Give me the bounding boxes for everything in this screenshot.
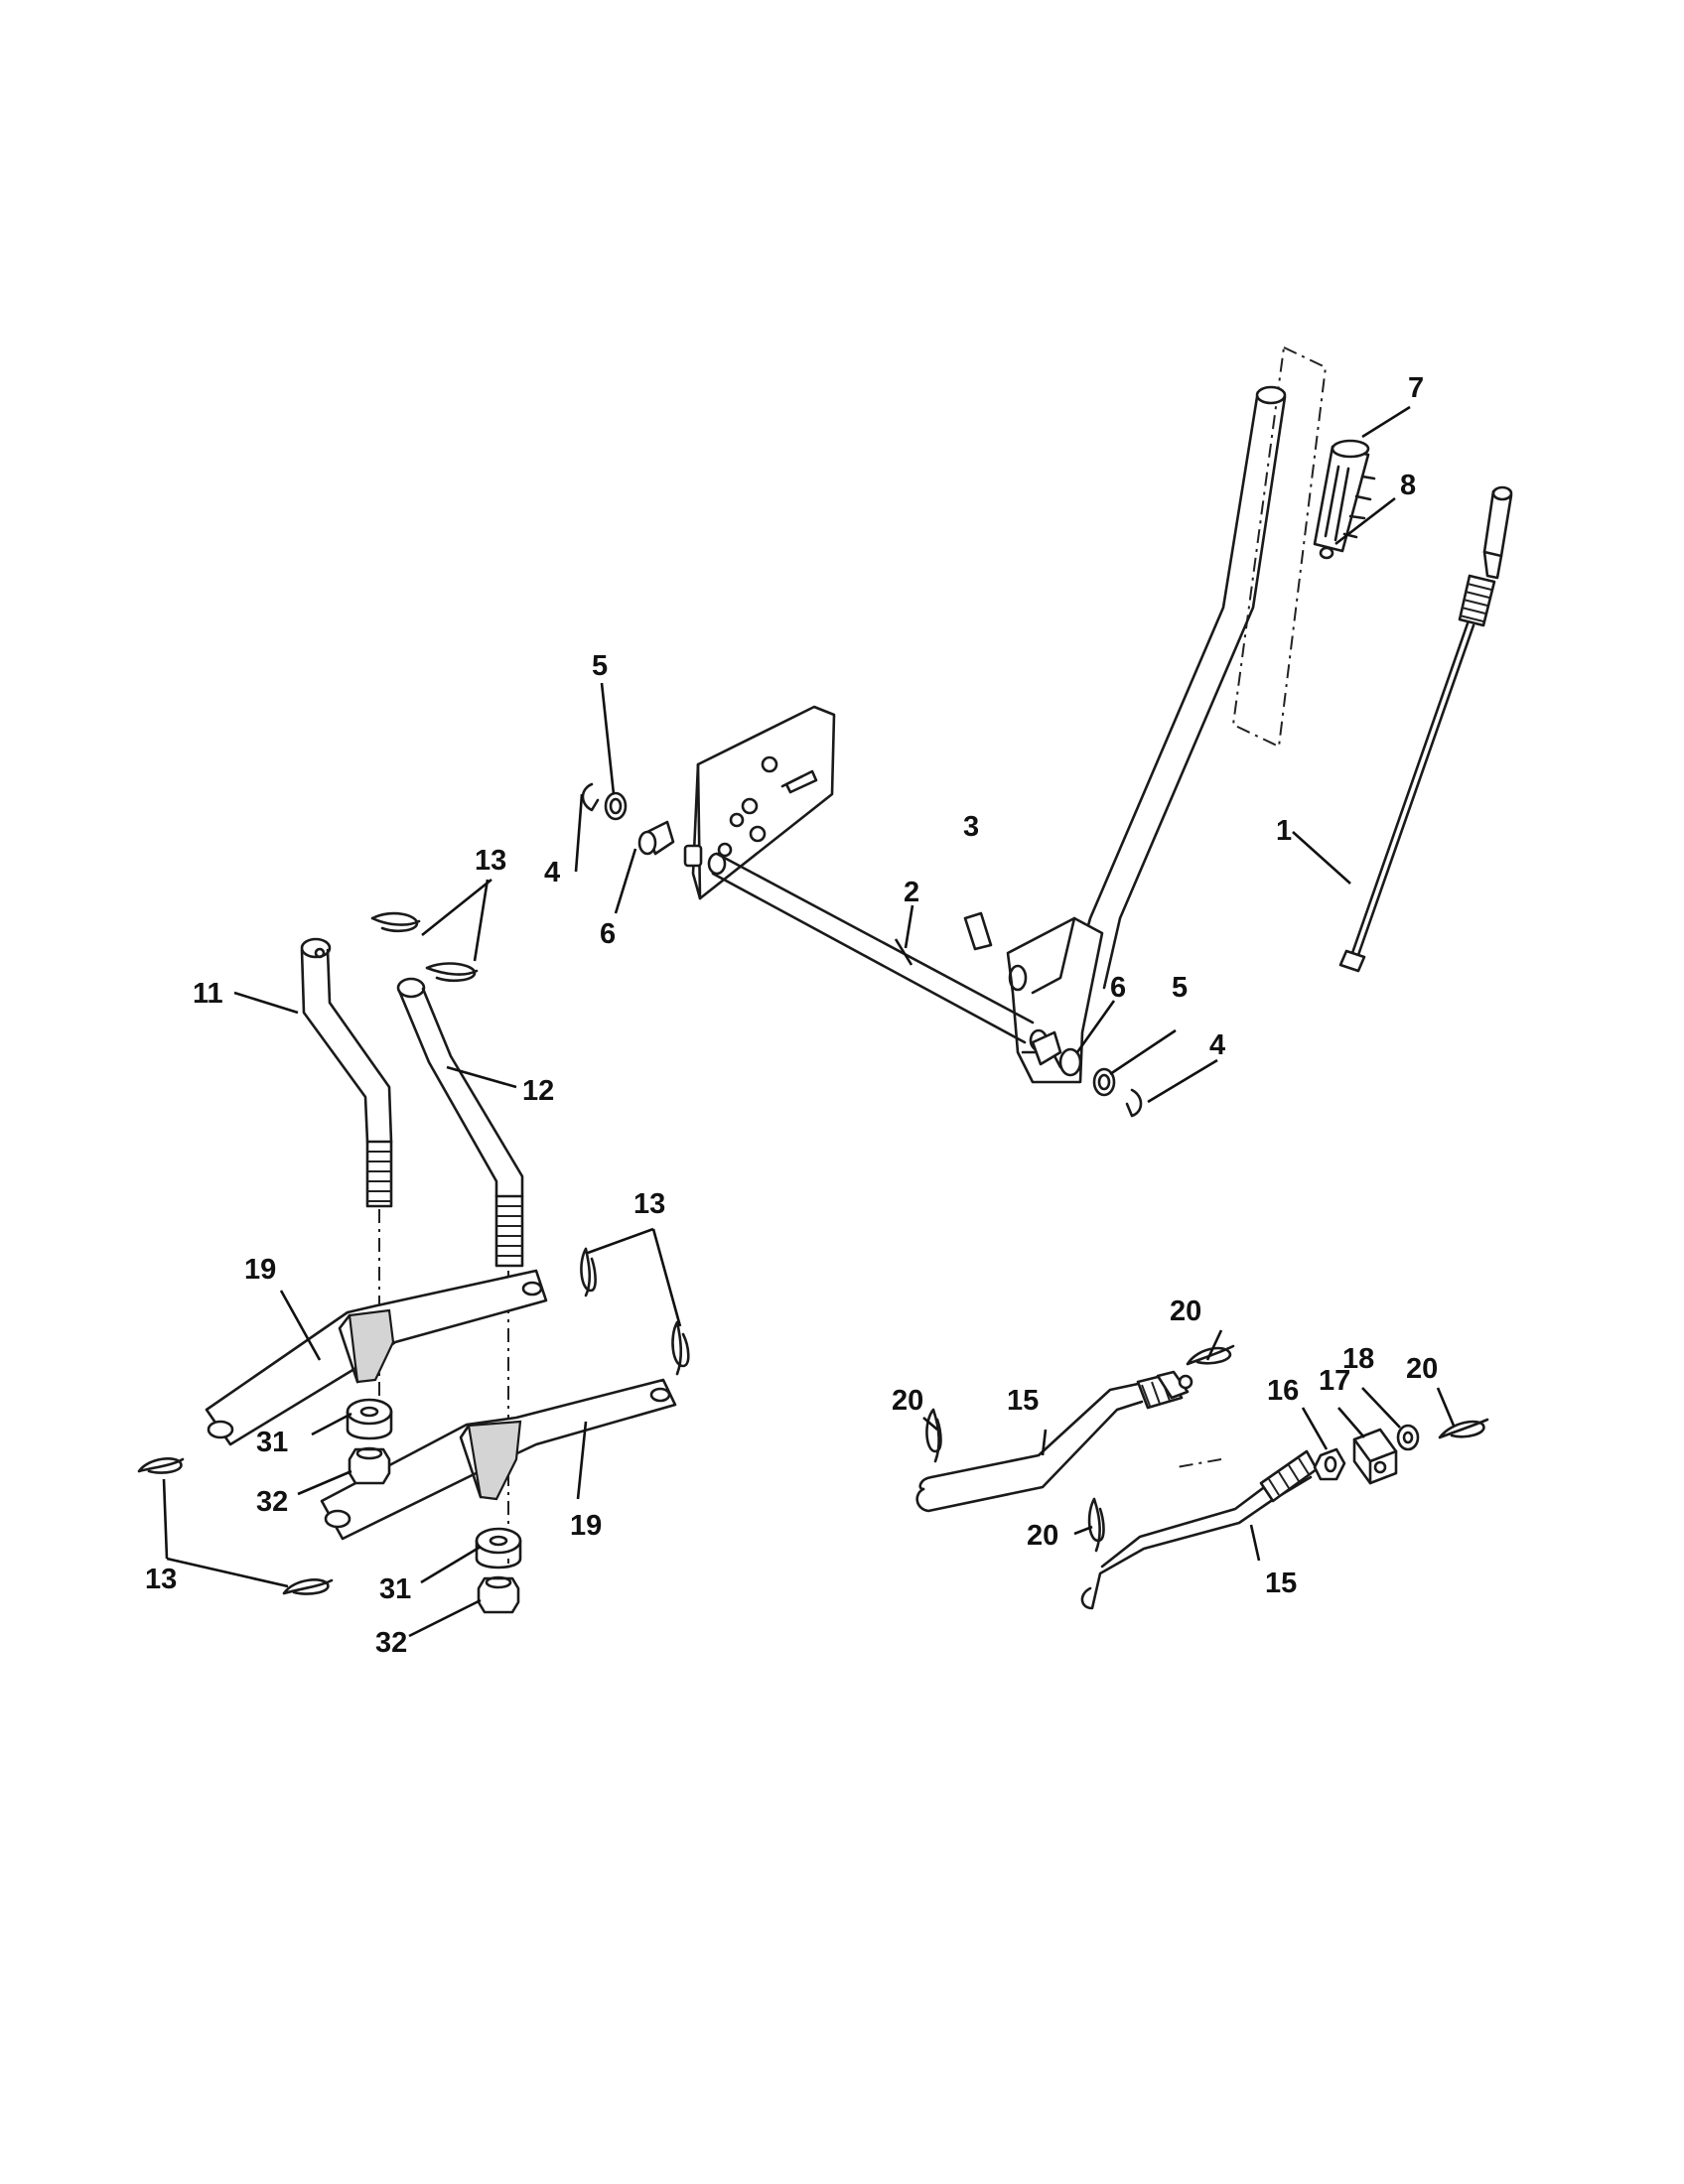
callout-8: 8 <box>1400 470 1416 501</box>
callout-31-upper: 31 <box>256 1427 288 1458</box>
nut-upper <box>348 1446 391 1485</box>
callout-15-lower: 15 <box>1265 1568 1297 1599</box>
callout-13-mid: 13 <box>633 1188 665 1220</box>
right-end-hardware <box>1031 1030 1143 1118</box>
callout-32-upper: 32 <box>256 1486 288 1518</box>
handle-dashed-outline <box>1231 345 1328 749</box>
callout-19-upper: 19 <box>244 1254 276 1286</box>
callout-1: 1 <box>1276 815 1292 847</box>
lift-link-right <box>396 977 524 1268</box>
lift-link-left <box>300 937 393 1208</box>
grip-pin <box>1319 546 1334 560</box>
mounting-plate <box>691 705 836 900</box>
bushing-lower <box>475 1527 522 1570</box>
adjust-rod-upper <box>915 1370 1193 1513</box>
callout-16: 16 <box>1267 1375 1299 1407</box>
callout-2: 2 <box>904 877 919 908</box>
adjust-nut <box>1313 1447 1346 1481</box>
callout-20-top: 20 <box>1170 1296 1201 1327</box>
hairpin-clip-20-right <box>1438 1418 1489 1439</box>
leader-lines <box>162 405 1456 1638</box>
callout-13-bottom: 13 <box>145 1564 177 1595</box>
hairpin-clip-arm-2 <box>671 1320 690 1376</box>
callout-13-top: 13 <box>475 845 506 877</box>
hairpin-clip-20-lower <box>1087 1497 1105 1553</box>
callout-6-left: 6 <box>600 918 616 950</box>
lift-shaft <box>683 844 1049 1052</box>
lift-handle <box>1070 385 1287 990</box>
handle-bracket <box>1006 916 1104 1084</box>
hairpin-clip-arm-4 <box>282 1578 334 1595</box>
adjust-washer <box>1396 1424 1420 1451</box>
callout-5-left: 5 <box>592 650 608 682</box>
callout-32-lower: 32 <box>375 1627 407 1659</box>
callout-7: 7 <box>1408 372 1424 404</box>
callout-15-upper: 15 <box>1007 1385 1039 1417</box>
hairpin-clip-top-2 <box>425 962 479 983</box>
callout-20-lower: 20 <box>1027 1520 1058 1552</box>
callout-4-left: 4 <box>544 857 560 888</box>
callout-17: 17 <box>1319 1365 1350 1397</box>
hairpin-clip-20-top <box>1186 1344 1235 1366</box>
callout-18: 18 <box>1342 1343 1374 1375</box>
hairpin-clip-top-1 <box>370 911 421 933</box>
callout-19-lower: 19 <box>570 1510 602 1542</box>
adjust-block <box>1352 1428 1398 1485</box>
left-end-hardware <box>581 782 675 856</box>
callout-labels: 1 2 3 4 4 5 5 6 6 7 8 11 12 13 13 13 15 … <box>145 372 1438 1659</box>
callout-4-right: 4 <box>1209 1029 1225 1061</box>
lift-arm-upper <box>205 1269 548 1446</box>
bushing-upper <box>346 1398 393 1440</box>
lift-cable <box>1338 485 1513 973</box>
callout-5-right: 5 <box>1172 972 1188 1004</box>
hairpin-clip-arm-3 <box>137 1457 185 1474</box>
callout-20-right: 20 <box>1406 1353 1438 1385</box>
callout-12: 12 <box>522 1075 554 1107</box>
callout-3: 3 <box>963 811 979 843</box>
callout-11: 11 <box>193 978 223 1010</box>
nut-lower <box>477 1575 520 1614</box>
handle-grip <box>1313 439 1376 553</box>
callout-20-left: 20 <box>892 1385 923 1417</box>
roll-pin <box>963 911 993 951</box>
hairpin-clip-arm-1 <box>580 1247 597 1297</box>
callout-6-right: 6 <box>1110 972 1126 1004</box>
lift-arm-lower <box>320 1378 677 1541</box>
callout-31-lower: 31 <box>379 1573 411 1605</box>
hairpin-clip-20-left <box>925 1408 942 1463</box>
